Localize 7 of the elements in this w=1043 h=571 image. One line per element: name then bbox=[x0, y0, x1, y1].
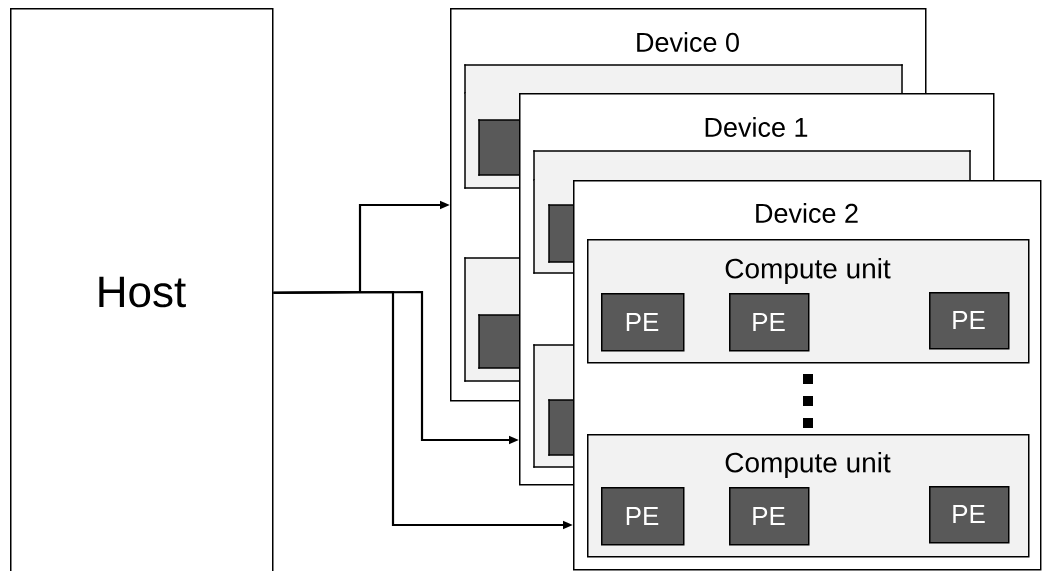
pe-box: PE bbox=[601, 293, 685, 352]
pe-box: PE bbox=[729, 487, 810, 546]
pe-box: PE bbox=[929, 486, 1010, 544]
host-box: Host bbox=[10, 8, 274, 571]
pe-box: PE bbox=[729, 293, 810, 352]
pe-box: PE bbox=[601, 487, 685, 546]
pe-box: PE bbox=[929, 292, 1010, 350]
